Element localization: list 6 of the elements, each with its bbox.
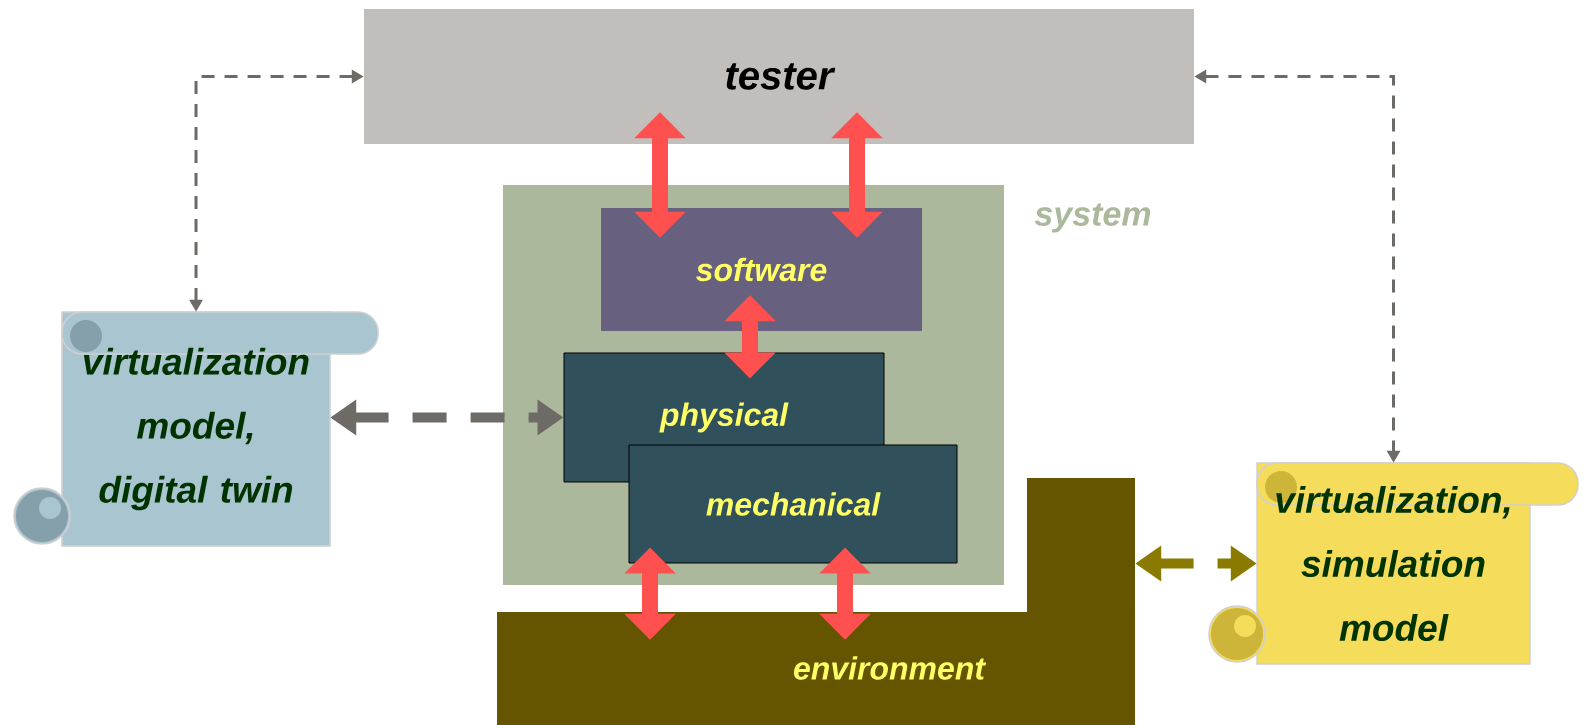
mechanical-box: mechanical — [628, 444, 958, 564]
scroll: virtualization model, digital twin — [13, 311, 379, 547]
node-label: system — [1034, 203, 1151, 233]
software-box: software — [601, 208, 922, 331]
scroll: virtualization, simulation model — [1208, 462, 1579, 665]
tester-box: tester — [364, 9, 1194, 144]
